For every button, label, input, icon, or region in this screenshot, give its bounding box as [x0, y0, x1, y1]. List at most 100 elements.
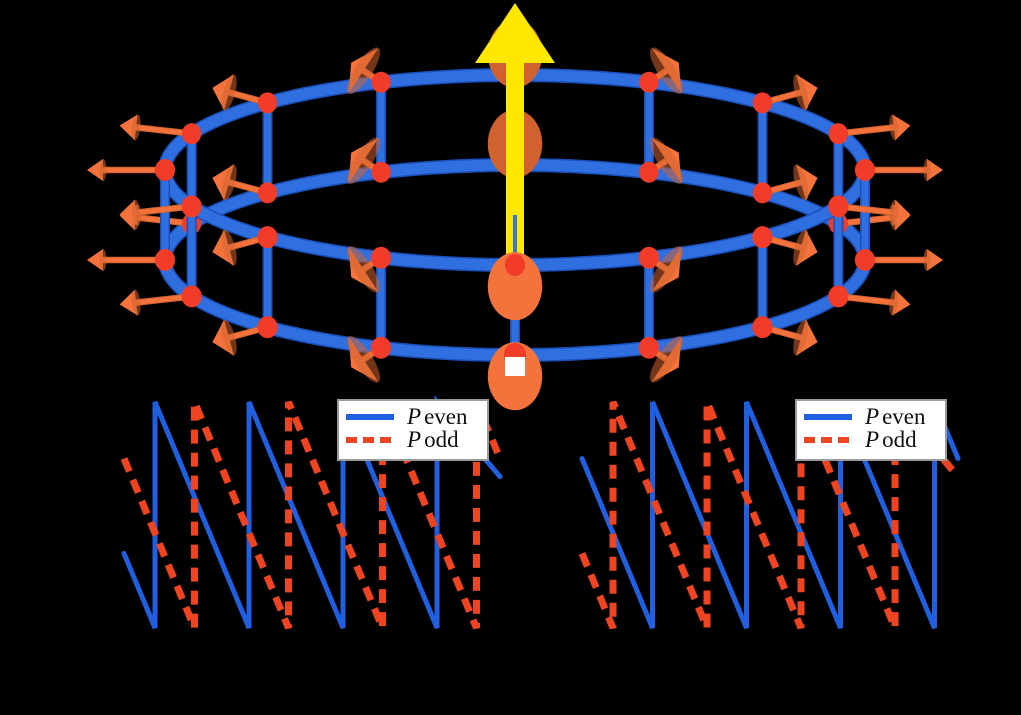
arrow-head-base: [793, 319, 809, 356]
node-sphere: [752, 92, 773, 114]
arrow-head-base: [346, 47, 381, 94]
arrow-head-base: [649, 336, 684, 383]
arrow-shaft: [836, 124, 899, 136]
lattice-site-node: [828, 123, 849, 145]
legend-text-p-odd: odd: [882, 427, 917, 452]
arrow-head-base: [221, 319, 237, 356]
rotation-axis-shaft-upper: [506, 59, 524, 215]
arrow-head-base: [649, 47, 684, 94]
lattice-radial-arrow: [87, 159, 169, 181]
lattice-site-node: [257, 92, 278, 114]
arrow-head-base: [889, 114, 899, 141]
arrow-head-foreshortened: [487, 342, 543, 411]
arrow-head-base: [649, 137, 684, 184]
legend-text-p-odd: odd: [424, 427, 459, 452]
lattice-radial-arrow: [119, 114, 195, 141]
lattice-radial-arrow: [861, 159, 943, 181]
arrow-head-base: [221, 229, 237, 266]
lattice-radial-arrow: [835, 114, 911, 141]
arrow-head-base: [346, 246, 381, 293]
arrow-head-base: [131, 289, 141, 316]
arrow-head-base: [99, 159, 107, 181]
lattice-site-node: [154, 159, 176, 181]
lattice-site-node: [752, 182, 773, 204]
lattice-site-node: [257, 226, 278, 249]
arrow-head: [87, 159, 103, 181]
lattice-site-node: [752, 92, 773, 114]
node-sphere: [181, 195, 202, 218]
legend-swatch-p-odd: [346, 436, 394, 443]
legend-text-p-even: even: [424, 404, 468, 429]
arrow-head-base: [793, 74, 809, 111]
arrow-head-base: [889, 199, 899, 226]
node-sphere: [639, 71, 659, 93]
node-sphere: [181, 285, 202, 308]
node-sphere: [828, 195, 849, 218]
lattice-site-node: [854, 249, 876, 271]
rotation-axis-arrowhead: [475, 3, 555, 63]
arrow-head-base: [923, 159, 931, 181]
lattice-site-node: [370, 336, 392, 359]
node-sphere: [752, 316, 773, 339]
plot-series-p-odd: [120, 400, 504, 630]
plot-series-p-even: [121, 395, 503, 629]
node-sphere: [371, 161, 391, 183]
lattice-site-node: [181, 123, 202, 145]
lattice-site-node: [828, 285, 849, 308]
lattice-site-node: [257, 316, 278, 339]
lattice-site-node: [371, 71, 391, 93]
arrow-head-base: [131, 114, 141, 141]
arrow-shaft: [131, 124, 194, 136]
arrow-head-base: [793, 229, 809, 266]
node-sphere: [752, 226, 773, 249]
axis-arrow-upper: [475, 3, 555, 376]
node-sphere: [257, 92, 278, 114]
legend-symbol-p-odd: P: [407, 427, 422, 452]
lattice-site-node: [181, 195, 202, 218]
arrow-head: [87, 249, 103, 271]
node-sphere: [371, 71, 391, 93]
legend-symbol-p-even: P: [865, 404, 880, 429]
node-sphere: [370, 246, 392, 269]
lattice-site-node: [639, 71, 659, 93]
rotation-axis-tail-tip: [505, 368, 525, 376]
arrow-head-base: [131, 199, 141, 226]
polarization-plot-left: [120, 395, 504, 630]
lattice-site-node: [752, 316, 773, 339]
lattice-site-node: [752, 226, 773, 249]
lattice-site-node: [854, 159, 876, 181]
node-sphere: [828, 285, 849, 308]
node-sphere: [257, 226, 278, 249]
lattice-radial-arrow: [87, 249, 169, 271]
node-sphere: [752, 182, 773, 204]
node-sphere: [257, 182, 278, 204]
node-sphere: [154, 249, 176, 271]
node-sphere: [154, 159, 176, 181]
lattice-site-node: [638, 336, 660, 359]
legend-symbol-p-even: P: [407, 404, 422, 429]
plot-series-p-odd: [578, 392, 961, 630]
legend-text-p-even: even: [882, 404, 926, 429]
arrow-head-base: [221, 164, 237, 201]
arrow-head-base: [99, 249, 107, 271]
lattice-radial-arrow: [861, 249, 943, 271]
node-sphere: [854, 249, 876, 271]
legend-symbol-p-odd: P: [865, 427, 880, 452]
arrow-head-base: [649, 246, 684, 293]
arrow-head-base: [793, 164, 809, 201]
arrow-head-base: [221, 74, 237, 111]
node-sphere: [257, 316, 278, 339]
lattice-site-node: [639, 161, 659, 183]
node-sphere: [639, 161, 659, 183]
node-sphere: [638, 336, 660, 359]
node-sphere: [370, 336, 392, 359]
legend-swatch-p-even: [804, 413, 852, 420]
plot-series-p-even: [579, 401, 961, 629]
